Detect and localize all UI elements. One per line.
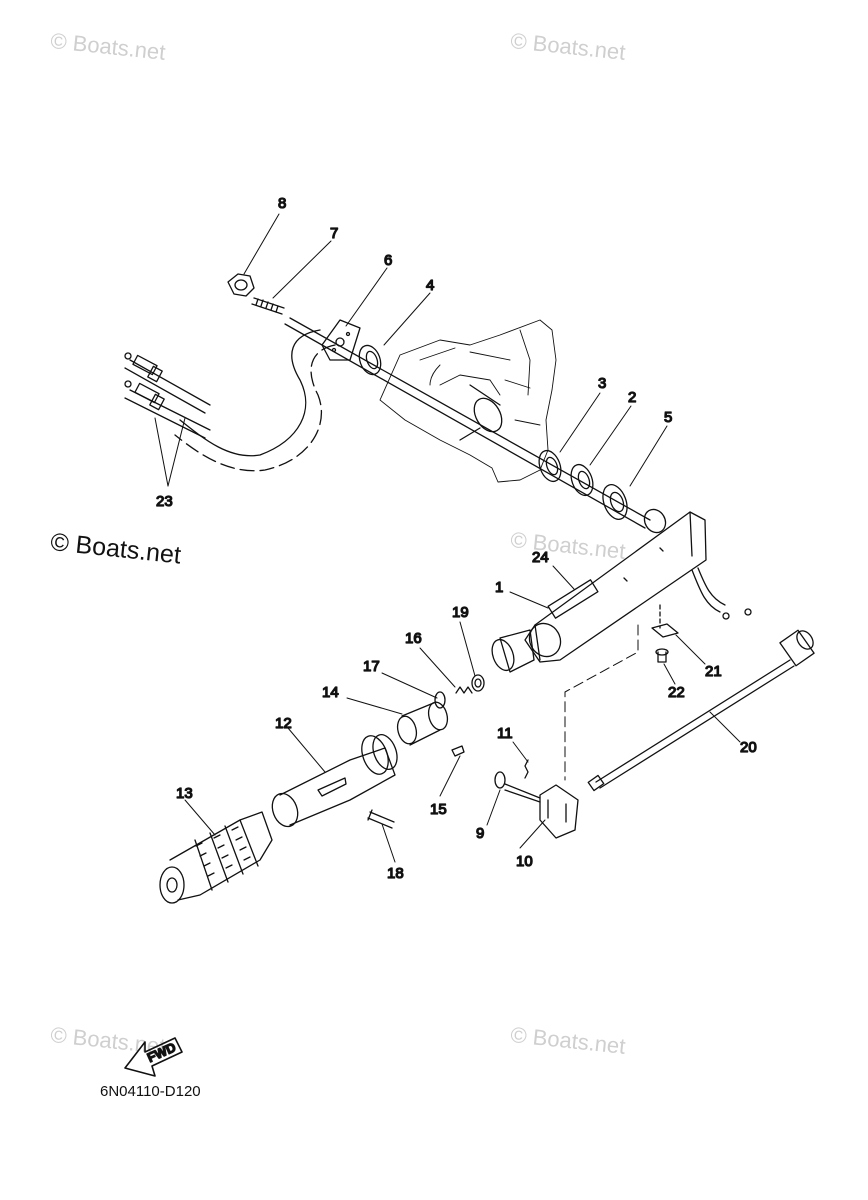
part-number-labels: 8 7 6 4 3 2 5 24 1 19 16 17 14 12 11 20 … <box>155 194 757 882</box>
label-part-8: 8 <box>278 195 286 212</box>
leader-lines <box>154 213 741 863</box>
label-part-10: 10 <box>516 853 533 870</box>
label-part-9: 9 <box>476 825 484 842</box>
grip-handle <box>159 811 273 904</box>
washer-4 <box>358 344 382 376</box>
guide-line <box>564 624 639 781</box>
label-part-12: 12 <box>275 715 292 732</box>
washer-2 <box>570 463 594 497</box>
bracket-tube <box>459 384 503 441</box>
steering-handle <box>491 508 752 673</box>
throttle-cable <box>587 629 815 792</box>
screw-18 <box>367 809 395 829</box>
fwd-arrow-icon: FWD <box>124 1037 183 1077</box>
label-part-4: 4 <box>426 277 434 294</box>
shaft <box>284 317 651 529</box>
cable-assembly <box>124 329 336 472</box>
label-part-1: 1 <box>495 579 503 596</box>
label-part-16: 16 <box>405 630 422 647</box>
threaded-stud <box>251 297 285 315</box>
plate <box>321 319 361 361</box>
nut <box>227 273 255 297</box>
leader-24 <box>552 565 575 590</box>
label-part-14: 14 <box>322 684 339 701</box>
bolt-9 <box>494 771 541 803</box>
label-part-3: 3 <box>598 375 606 392</box>
grip-tube <box>271 734 398 828</box>
label-part-13: 13 <box>176 785 193 802</box>
spring-16 <box>455 686 473 694</box>
label-part-18: 18 <box>387 865 404 882</box>
label-part-5: 5 <box>664 409 672 426</box>
washer-5 <box>602 484 628 520</box>
washer-17 <box>434 691 446 709</box>
washer-3 <box>538 449 562 483</box>
cable-bracket <box>539 784 579 839</box>
clip-11 <box>524 759 529 779</box>
label-part-19: 19 <box>452 604 469 621</box>
label-part-7: 7 <box>330 225 338 242</box>
screw-15 <box>451 745 465 757</box>
label-part-23: 23 <box>156 493 173 510</box>
label-part-15: 15 <box>430 801 447 818</box>
label-part-24: 24 <box>532 549 549 566</box>
label-part-17: 17 <box>363 658 380 675</box>
diagram-code: 6N04110-D120 <box>100 1083 201 1100</box>
label-part-20: 20 <box>740 739 757 756</box>
plate-21 <box>651 604 679 638</box>
label-part-22: 22 <box>668 684 685 701</box>
engine-housing-outline <box>379 319 557 483</box>
label-part-21: 21 <box>705 663 722 680</box>
collar <box>396 701 449 746</box>
label-part-6: 6 <box>384 252 392 269</box>
label-part-11: 11 <box>497 725 513 742</box>
screw-22 <box>655 648 669 663</box>
label-part-2: 2 <box>628 389 636 406</box>
nut-19 <box>471 674 485 692</box>
